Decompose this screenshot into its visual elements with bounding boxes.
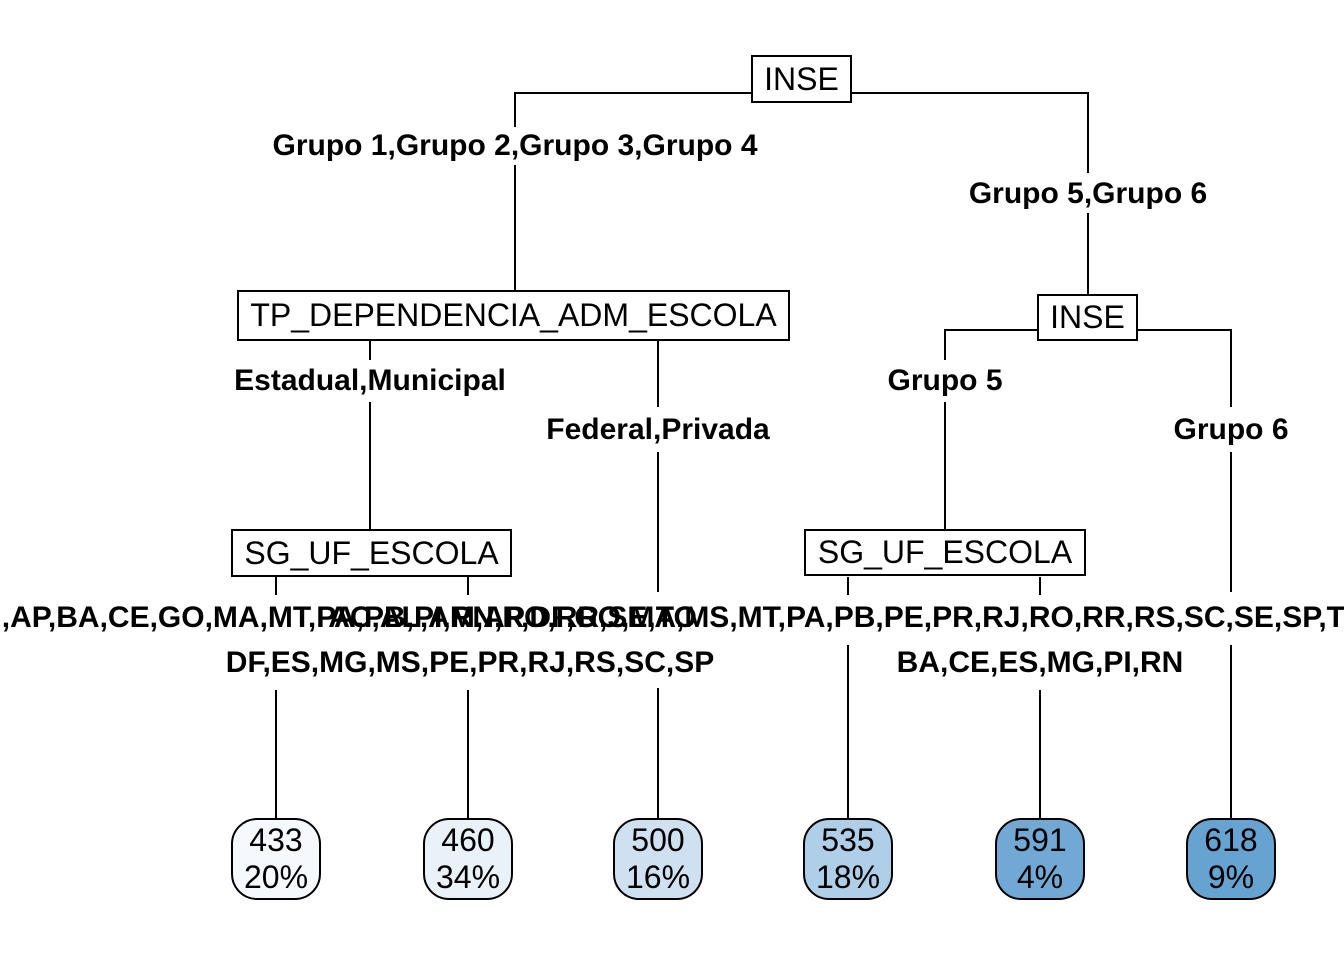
leaf-value: 591: [1013, 822, 1067, 858]
connector-line: [467, 690, 469, 818]
leaf-percent: 16%: [625, 859, 691, 895]
connector-line: [369, 341, 371, 360]
node-sg-uf-left: SG_UF_ESCOLA: [231, 529, 512, 577]
edge-label-tp-left: Estadual,Municipal: [234, 364, 506, 397]
connector-line: [514, 92, 751, 94]
leaf-node-591: 591 4%: [995, 818, 1085, 900]
edge-label-uf-left-child2: DF,ES,MG,MS,PE,PR,RJ,RS,SC,SP: [225, 646, 715, 679]
edge-label-tp-right: Federal,Privada: [546, 413, 770, 446]
leaf-node-535: 535 18%: [803, 818, 893, 900]
connector-line: [275, 690, 277, 818]
edge-label-uf-right-child1: AC,AL,AM,AP,DF,GO,MA,MS,MT,PA,PB,PE,PR,R…: [328, 601, 1344, 634]
node-root-inse: INSE: [751, 55, 852, 103]
connector-line: [275, 577, 277, 595]
connector-line: [1230, 329, 1232, 407]
connector-line: [1087, 213, 1089, 294]
connector-line: [944, 329, 1037, 331]
node-sg-uf-right: SG_UF_ESCOLA: [804, 529, 1086, 576]
leaf-percent: 4%: [1016, 859, 1064, 895]
connector-line: [1230, 452, 1232, 592]
connector-line: [944, 329, 946, 360]
connector-line: [657, 452, 659, 592]
connector-line: [657, 688, 659, 818]
connector-line: [944, 402, 946, 529]
connector-line: [1039, 690, 1041, 818]
connector-line: [852, 92, 1089, 94]
connector-line: [657, 341, 659, 407]
leaf-percent: 20%: [243, 859, 309, 895]
connector-line: [1138, 329, 1232, 331]
edge-label-uf-left-child1: AC,AL,AM,AP,BA,CE,GO,MA,MT,PA,PB,PI,RN,R…: [0, 601, 697, 634]
connector-line: [1087, 92, 1089, 173]
leaf-percent: 34%: [435, 859, 501, 895]
node-tp-dependencia: TP_DEPENDENCIA_ADM_ESCOLA: [237, 290, 790, 341]
connector-line: [514, 92, 516, 127]
leaf-node-460: 460 34%: [423, 818, 513, 900]
connector-line: [1039, 577, 1041, 595]
leaf-value: 618: [1204, 822, 1258, 858]
edge-label-inse2-left: Grupo 5: [887, 364, 1003, 397]
leaf-value: 500: [631, 822, 685, 858]
leaf-value: 433: [249, 822, 303, 858]
edge-label-root-right: Grupo 5,Grupo 6: [968, 177, 1208, 210]
connector-line: [847, 645, 849, 818]
leaf-value: 535: [821, 822, 875, 858]
connector-line: [1230, 645, 1232, 818]
leaf-node-618: 618 9%: [1186, 818, 1276, 900]
connector-line: [467, 577, 469, 595]
connector-line: [847, 577, 849, 595]
leaf-node-433: 433 20%: [231, 818, 321, 900]
leaf-percent: 18%: [815, 859, 881, 895]
edge-label-uf-right-child2: BA,CE,ES,MG,PI,RN: [896, 646, 1184, 679]
leaf-value: 460: [441, 822, 495, 858]
edge-label-inse2-right: Grupo 6: [1173, 413, 1289, 446]
leaf-node-500: 500 16%: [613, 818, 703, 900]
node-inse-2: INSE: [1037, 294, 1138, 341]
connector-line: [369, 402, 371, 529]
edge-label-root-left: Grupo 1,Grupo 2,Grupo 3,Grupo 4: [272, 129, 758, 162]
connector-line: [514, 165, 516, 290]
leaf-percent: 9%: [1207, 859, 1255, 895]
